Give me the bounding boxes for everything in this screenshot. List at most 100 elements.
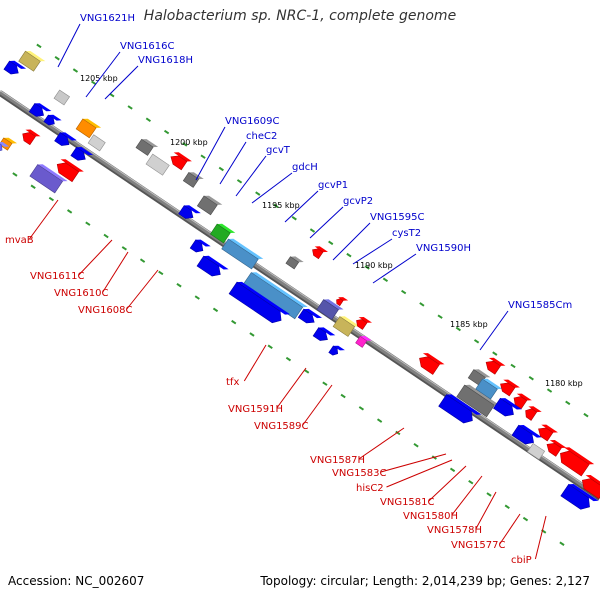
forward-scale-tick [36, 43, 42, 49]
gene-feature-top [204, 195, 223, 205]
gene-feature [170, 155, 188, 171]
reverse-gene-leader [243, 344, 267, 382]
forward-scale-tick [382, 277, 389, 282]
gene-feature [355, 335, 368, 348]
gene-feature [0, 137, 13, 151]
forward-scale-tick [583, 412, 589, 418]
gene-feature [475, 378, 498, 400]
reverse-gene-leader [451, 475, 483, 516]
gene-feature [87, 134, 106, 152]
forward-scale-tick [473, 339, 480, 344]
gene-feature [3, 60, 19, 75]
reverse-gene-leader [428, 465, 467, 502]
reverse-scale-tick [358, 406, 365, 411]
gene-feature [18, 50, 41, 72]
gene-feature-top [500, 398, 522, 410]
gene-feature [209, 223, 231, 244]
gene-feature-top [59, 89, 75, 97]
forward-gene-label: VNG1618H [138, 55, 193, 66]
accession-text: Accession: NC_002607 [8, 574, 145, 588]
gene-feature-top [360, 336, 372, 341]
forward-scale-tick [163, 129, 170, 135]
topology-text: Topology: circular; Length: 2,014,239 bp… [260, 574, 590, 588]
scale-label: 1180 kbp [545, 379, 583, 388]
reverse-scale-tick [504, 504, 510, 510]
reverse-gene-leader [126, 269, 159, 310]
scale-label: 1205 kbp [80, 74, 118, 83]
gene-feature [546, 442, 562, 457]
forward-gene-label: VNG1590H [416, 243, 471, 254]
reverse-scale-tick [304, 369, 310, 374]
forward-gene-label: gcvP2 [343, 196, 373, 207]
gene-feature [312, 327, 328, 341]
gene-feature-top [173, 152, 192, 162]
gene-feature-top [25, 129, 41, 137]
gene-feature-top [446, 394, 482, 415]
reverse-gene-label: VNG1611C [30, 271, 85, 282]
gene-feature-top [482, 378, 503, 390]
gene-feature [456, 384, 495, 418]
gene-feature [43, 114, 55, 126]
gene-feature-top [152, 153, 175, 166]
gene-feature [0, 143, 3, 152]
forward-scale-tick [565, 400, 571, 406]
forward-scale-tick [401, 289, 407, 295]
reverse-scale-tick [212, 307, 219, 313]
reverse-gene-leader [102, 251, 129, 293]
forward-gene-leader [352, 238, 393, 265]
gene-feature-top [237, 281, 290, 315]
gene-feature-top [93, 134, 111, 143]
gene-feature-top [314, 246, 328, 253]
scale-label: 1185 kbp [450, 320, 488, 329]
gene-feature-top [9, 60, 27, 69]
gene-feature-top [568, 484, 599, 502]
gene-feature-top [338, 297, 349, 301]
gene-feature-top [488, 357, 506, 366]
reverse-scale-tick [66, 209, 73, 214]
gene-feature [316, 299, 339, 321]
gene-feature [438, 394, 473, 424]
forward-gene-leader [219, 141, 247, 185]
reverse-scale-tick [48, 196, 55, 202]
reverse-gene-label: mvaB [5, 235, 34, 246]
gene-feature [493, 397, 514, 417]
reverse-gene-label: VNG1610C [54, 288, 109, 299]
gene-feature [285, 256, 300, 270]
gene-feature-top [358, 317, 372, 323]
reverse-scale-tick [413, 443, 419, 448]
forward-scale-tick [328, 240, 334, 246]
reverse-scale-tick [231, 319, 237, 325]
forward-gene-leader [235, 155, 267, 197]
reverse-gene-label: VNG1581C [380, 497, 435, 508]
gene-feature [560, 450, 590, 477]
reverse-gene-label: VNG1580H [403, 511, 458, 522]
forward-gene-label: gcvT [266, 145, 291, 156]
reverse-gene-leader [386, 459, 453, 488]
reverse-scale-tick [85, 221, 91, 226]
forward-gene-label: cysT2 [392, 228, 421, 239]
gene-feature-top [0, 142, 10, 147]
gene-feature-top [184, 205, 201, 214]
gene-feature [485, 360, 501, 375]
gene-feature [221, 238, 259, 270]
gene-feature [332, 316, 356, 337]
genome-title: Halobacterium sp. NRC-1, complete genome [143, 8, 457, 24]
gene-feature [196, 195, 218, 216]
gene-feature [28, 102, 44, 117]
reverse-gene-leader [475, 491, 497, 530]
gene-feature-top [533, 443, 550, 452]
gene-feature [178, 205, 194, 219]
gene-feature-top [323, 299, 344, 310]
reverse-scale-tick [158, 270, 164, 276]
gene-feature [196, 255, 221, 277]
genome-backbone [0, 90, 600, 499]
scale-label: 1195 kbp [262, 201, 300, 210]
reverse-gene-label: VNG1583C [332, 468, 387, 479]
gene-feature-top [82, 118, 102, 128]
reverse-scale-tick [559, 541, 565, 546]
reverse-scale-tick [449, 467, 456, 473]
gene-feature-top [503, 379, 520, 388]
forward-scale-tick [200, 154, 206, 159]
reverse-gene-leader [380, 453, 447, 473]
